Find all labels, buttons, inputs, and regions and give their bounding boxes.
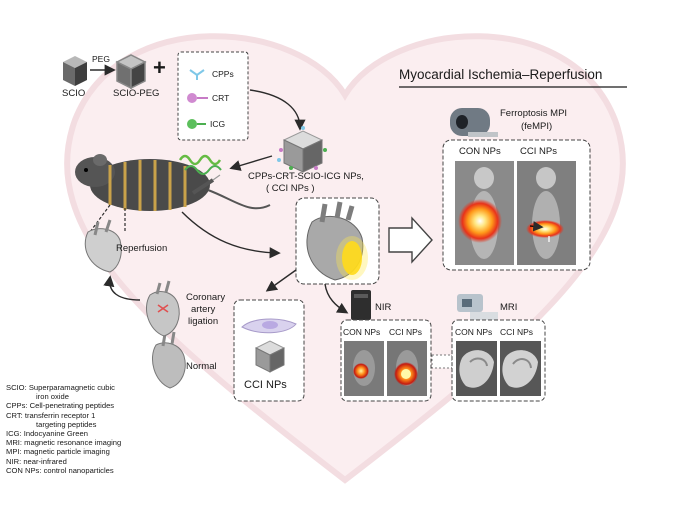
mri-panel-label-con: CON NPs [455,327,493,337]
abbr-definition: magnetic resonance imaging [24,438,122,448]
abbr-term: MPI [6,447,20,457]
ligation-to-reperfusion-arrow [103,275,141,301]
abbr-row: ICG: Indocyanine Green [6,429,88,439]
cell-box-label: CCI NPs [244,379,287,391]
abbr-term: CRT [6,410,21,420]
mpi-panel-cci [517,161,576,265]
cell-illustration [241,318,297,334]
heart-uptake-highlight [342,241,362,275]
crt-icon [187,93,208,103]
abbr-row: SCIO: Superparamagnetic cubic [6,383,115,392]
big-heart-illustration [306,201,368,281]
nanoparticle-label-line2: ( CCI NPs ) [266,183,315,194]
nir-panel-label-con: CON NPs [343,327,381,337]
mouse-to-heart-box-arrow [181,211,281,259]
abbr-definition: transferrin receptor 1 [24,410,96,420]
mpi-panel-con [455,161,514,265]
mpi-label-line1: Ferroptosis MPI [500,108,568,119]
abbr-row-continued: targeting peptides [6,420,206,429]
abbr-row: CRT: transferrin receptor 1 [6,410,96,420]
plus-symbol: + [153,55,166,80]
peg-label: PEG [92,54,110,64]
mpi-scanner-icon [450,108,498,137]
mri-panel-cci [500,341,541,396]
ligation-label-line2: artery [191,304,216,315]
nir-label: NIR [375,302,392,313]
mri-panel-con [456,341,497,396]
component-label-crt: CRT [212,93,230,103]
nanoparticle-icon [277,126,327,173]
mri-panel-label-cci: CCI NPs [500,327,534,337]
mpi-panel-label-con: CON NPs [459,146,501,157]
abbr-term: CPPs [6,401,26,411]
normal-heart-illustration [152,331,186,389]
abbr-term: NIR [6,456,20,466]
abbr-term: ICG [6,429,20,439]
abbreviations-legend: SCIO: Superparamagnetic cubic iron oxide… [6,383,206,475]
mri-device-icon [457,294,498,320]
to-mpi-arrow [388,216,433,264]
cpps-icon [189,69,205,80]
reperfusion-label: Reperfusion [116,243,168,254]
normal-label: Normal [186,361,217,372]
abbr-row: MRI: magnetic resonance imaging [6,438,122,448]
mpi-panel-label-cci: CCI NPs [520,146,557,157]
ligation-label-line1: Coronary [186,292,226,303]
abbr-term: CON NPs [6,465,40,475]
scio-peg-label: SCIO-PEG [113,88,160,99]
reperfusion-heart-illustration [84,219,122,273]
scio-peg-cube-icon [115,54,147,90]
icg-icon [187,119,206,129]
component-label-cpps: CPPs [212,69,234,79]
scio-label: SCIO [62,88,86,99]
scio-cube-icon [63,56,87,86]
abbr-row-continued: iron oxide [6,392,206,401]
abbr-definition: magnetic particle imaging [23,447,110,457]
abbr-term: MRI [6,438,20,448]
abbr-definition: Cell-penetrating peptides [29,401,115,411]
section-title: Myocardial Ischemia–Reperfusion [399,67,603,82]
abbr-definition: near-infrared [23,456,67,466]
nanoparticle-label-line1: CPPs-CRT-SCIO-ICG NPs, [248,171,364,182]
abbr-term: SCIO [6,383,25,392]
abbr-definition: Superparamagnetic cubic [28,383,115,392]
nir-panel-con [344,341,384,396]
mpi-label-line2: (feMPI) [521,121,553,132]
mouse-to-heart-lines [89,204,126,233]
ligation-heart-illustration [146,280,180,337]
heart-to-cell-arrow [265,269,297,292]
abbr-row: MPI: magnetic particle imaging [6,447,110,457]
syringe-icon [191,174,221,195]
heart-to-nir-arrow [324,283,349,314]
mouse-illustration [75,154,271,211]
nir-device-icon [351,290,371,320]
abbr-definition: control nanoparticles [43,465,114,475]
abbr-row: CPPs: Cell-penetrating peptides [6,401,115,411]
cell-nanoparticle-icon [254,340,286,373]
injection-arrow [229,155,273,171]
abbr-row: NIR: near-infrared [6,456,67,466]
nir-panel-cci [387,341,427,396]
mri-label: MRI [500,302,518,313]
abbr-definition-cont: targeting peptides [36,419,97,429]
assembly-arrow [249,89,306,131]
nir-panel-label-cci: CCI NPs [389,327,423,337]
abbr-row: CON NPs: control nanoparticles [6,465,114,475]
nir-mri-connector [431,354,453,369]
ligation-label-line3: ligation [188,316,219,327]
component-label-icg: ICG [210,119,226,129]
abbr-definition: Indocyanine Green [23,429,88,439]
abbr-definition-cont: iron oxide [36,392,69,402]
